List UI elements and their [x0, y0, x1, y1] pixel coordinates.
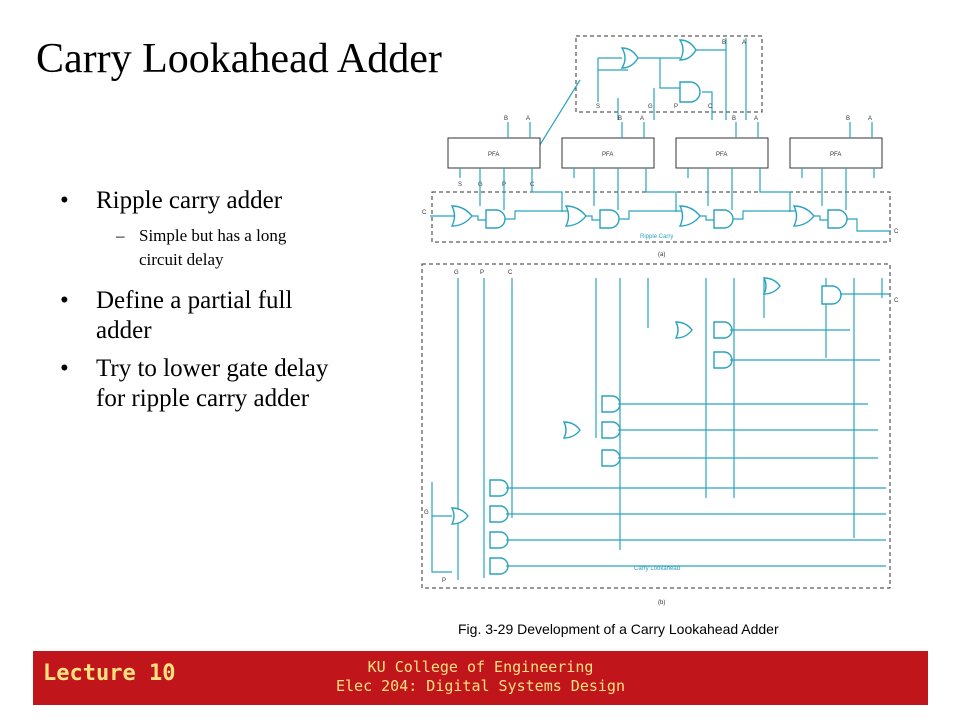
ripple-carry-chain: Ripple Carry C C (a) [422, 178, 899, 258]
column-p: P [480, 270, 484, 276]
pfa-input-a: A [754, 116, 758, 122]
bullet-text: Ripple carry adder [96, 187, 283, 214]
pfa-label: PFA [488, 152, 499, 158]
carry-in-label: C [422, 210, 427, 216]
sub-bullet-text: Simple but has a long circuit delay [139, 226, 287, 269]
bullet-text: Define a partial full adder [96, 287, 293, 344]
inset-label-a: A [742, 40, 746, 46]
carry-lookahead-label: Carry Lookahead [634, 566, 680, 572]
inset-label-p: P [674, 104, 678, 110]
column-g: G [454, 270, 459, 276]
ripple-carry-label: Ripple Carry [640, 234, 673, 240]
pfa-output-s: S [458, 182, 462, 188]
slide-title: Carry Lookahead Adder [36, 36, 442, 82]
inset-label-s: S [596, 104, 600, 110]
p-group-label: P [442, 578, 446, 584]
bullet-mark: • [60, 187, 69, 214]
inset-label-b: B [722, 40, 726, 46]
course-name: Elec 204: Digital Systems Design [336, 677, 625, 695]
pfa-input-b: B [732, 116, 736, 122]
pfa-input-b: B [504, 116, 508, 122]
footer-bar: Lecture 10 KU College of Engineering Ele… [33, 651, 928, 705]
pfa-input-a: A [868, 116, 872, 122]
pfa-label: PFA [602, 152, 613, 158]
bullet-mark: • [60, 287, 69, 314]
part-a-label: (a) [658, 252, 665, 258]
bullet-item: • Define a partial full adder [60, 286, 390, 346]
part-b-label: (b) [658, 600, 665, 606]
pfa-row: PFA PFA PFA PFA B A B A B A B A S G P C [447, 116, 883, 188]
bullet-item: • Try to lower gate delay for ripple car… [60, 354, 390, 414]
carry-out-label: C [894, 229, 899, 235]
bullet-item: • Ripple carry adder [60, 186, 390, 216]
sub-bullet-mark: – [116, 226, 125, 245]
bullet-list: • Ripple carry adder – Simple but has a … [60, 186, 390, 422]
college-name: KU College of Engineering [367, 658, 594, 676]
carry-out-label: C [894, 298, 899, 304]
inset-label-g: G [648, 104, 653, 110]
pfa-input-b: B [618, 116, 622, 122]
lecture-label: Lecture 10 [43, 661, 176, 686]
pfa-input-a: A [526, 116, 530, 122]
inset-label-c: C [708, 104, 713, 110]
pfa-label: PFA [830, 152, 841, 158]
bullet-mark: • [60, 355, 69, 382]
footer-org: KU College of Engineering Elec 204: Digi… [33, 658, 928, 696]
carry-lookahead-diagram: B A S G P C PFA PFA PFA PFA B A B A B A … [421, 35, 899, 637]
pfa-input-a: A [640, 116, 644, 122]
pfa-inset: B A S G P C [537, 35, 763, 149]
figure-caption: Fig. 3-29 Development of a Carry Lookahe… [458, 621, 779, 637]
pfa-label: PFA [716, 152, 727, 158]
pfa-input-b: B [846, 116, 850, 122]
carry-lookahead-network: G P C Carry Lookahead G P C (b) [421, 263, 899, 606]
g-group-label: G [424, 510, 429, 516]
column-c: C [508, 270, 513, 276]
bullet-text: Try to lower gate delay for ripple carry… [96, 355, 329, 412]
sub-bullet-item: – Simple but has a long circuit delay [60, 224, 390, 272]
